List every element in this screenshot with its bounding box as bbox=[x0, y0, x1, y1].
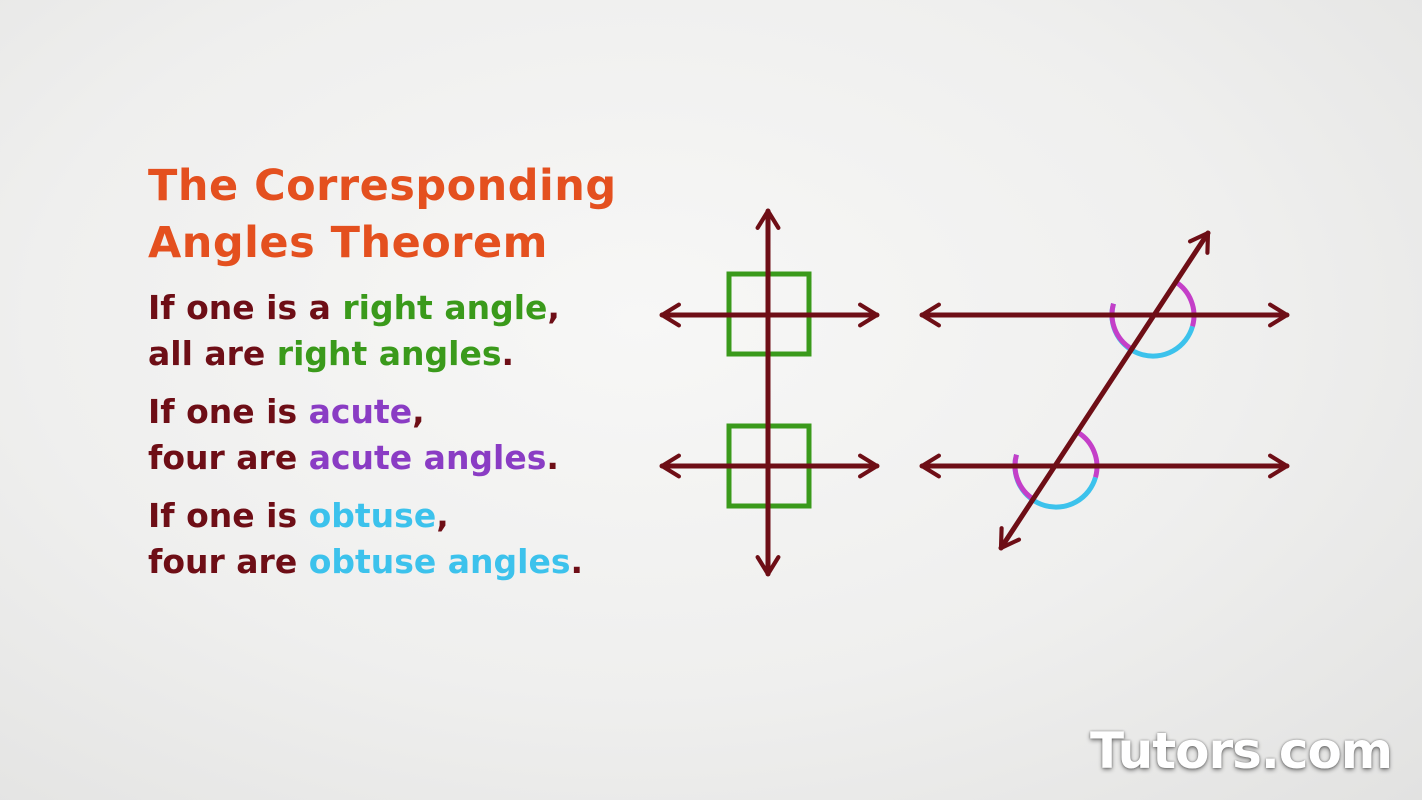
brand-logo: Tutors.com bbox=[1090, 722, 1393, 780]
rule-right-angle: If one is a right angle, all are right a… bbox=[148, 285, 668, 377]
title-line-1: The Corresponding bbox=[148, 161, 617, 211]
rule-acute: If one is acute, four are acute angles. bbox=[148, 389, 668, 481]
acute-arc-bottom-right bbox=[1076, 430, 1100, 478]
rule-line: If one is a right angle, bbox=[148, 285, 668, 331]
page-title: The Corresponding Angles Theorem bbox=[148, 158, 668, 272]
rule-highlight-obtuse: obtuse bbox=[308, 496, 437, 535]
acute-arc-top-right bbox=[1173, 279, 1197, 327]
title-line-2: Angles Theorem bbox=[148, 218, 548, 268]
rule-text: If one is bbox=[148, 392, 309, 431]
rule-highlight-acute: acute bbox=[308, 392, 413, 431]
oblique-transversal bbox=[998, 230, 1211, 551]
theorem-rules: If one is a right angle, all are right a… bbox=[148, 285, 668, 597]
obtuse-arc-top bbox=[1109, 303, 1195, 359]
rule-punct: . bbox=[570, 542, 584, 581]
rule-text: If one is bbox=[148, 496, 309, 535]
rule-punct: , bbox=[436, 496, 449, 535]
rule-line: four are acute angles. bbox=[148, 435, 668, 481]
rule-punct: . bbox=[501, 334, 515, 373]
rule-punct: . bbox=[546, 438, 559, 477]
rule-highlight-right: right angle bbox=[342, 288, 548, 327]
rule-line: all are right angles. bbox=[148, 331, 668, 377]
rule-line: If one is obtuse, bbox=[148, 493, 668, 539]
rule-text: four are bbox=[148, 542, 309, 581]
rule-highlight-obtuse: obtuse angles bbox=[308, 542, 571, 581]
rule-obtuse: If one is obtuse, four are obtuse angles… bbox=[148, 493, 668, 585]
rule-punct: , bbox=[547, 288, 560, 327]
acute-arc-bottom bbox=[1012, 454, 1036, 502]
oblique-figure bbox=[919, 230, 1290, 551]
rule-text: If one is a bbox=[148, 288, 343, 327]
rule-punct: , bbox=[412, 392, 425, 431]
rule-text: four are bbox=[148, 438, 309, 477]
acute-arc-top bbox=[1109, 303, 1133, 351]
rule-line: If one is acute, bbox=[148, 389, 668, 435]
rule-highlight-right: right angles bbox=[276, 334, 502, 373]
rule-highlight-acute: acute angles bbox=[308, 438, 547, 477]
perpendicular-figure bbox=[659, 208, 880, 577]
rule-text: all are bbox=[148, 334, 277, 373]
rule-line: four are obtuse angles. bbox=[148, 539, 668, 585]
